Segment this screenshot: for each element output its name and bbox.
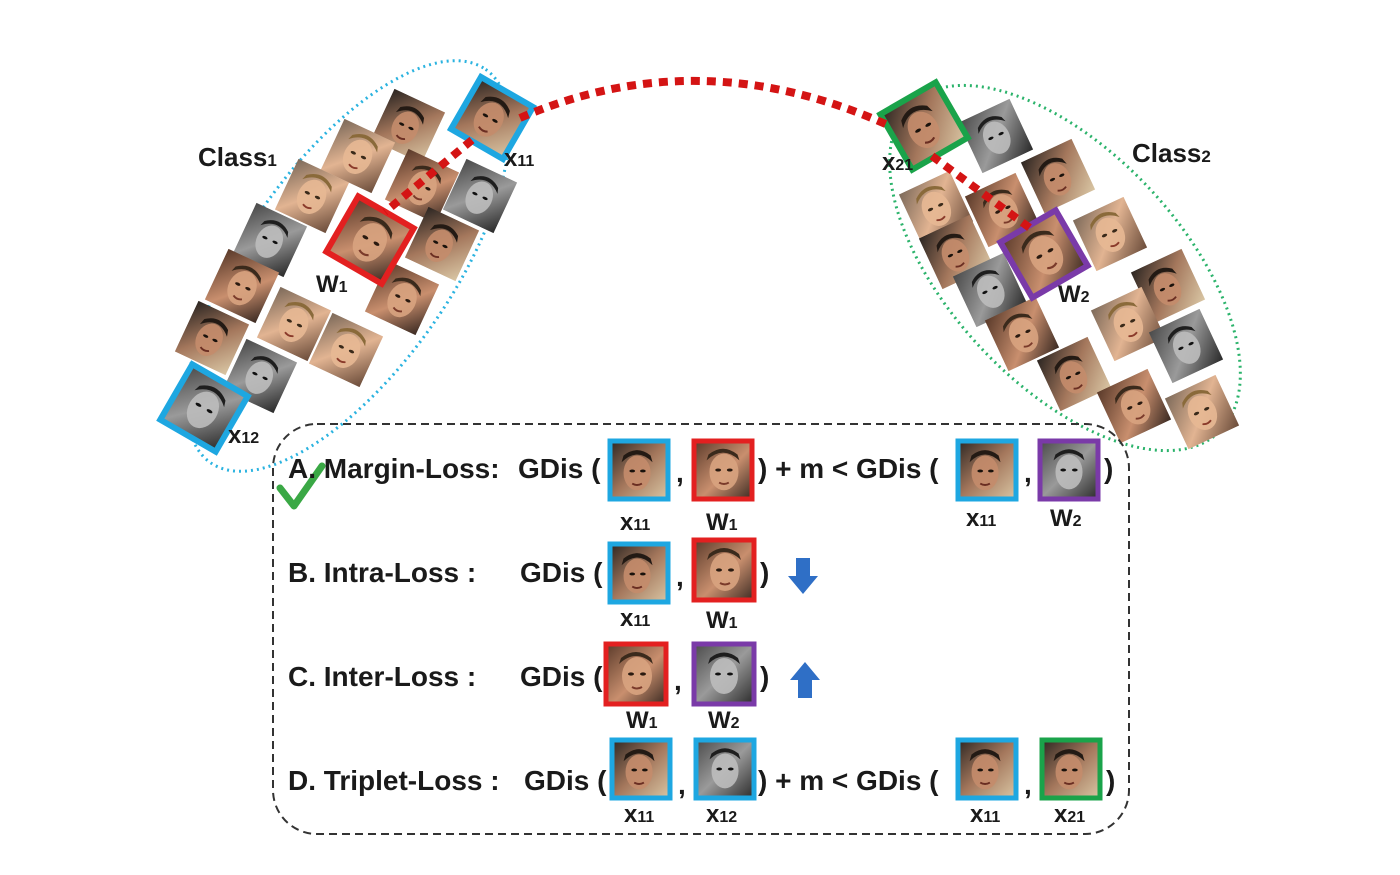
- triplet-loss-sub-4: x21: [1054, 801, 1085, 828]
- inter-loss-sub-2: W2: [708, 707, 740, 734]
- triplet-loss-close: ): [1106, 765, 1115, 796]
- link-x11-w1: [382, 136, 475, 216]
- margin-loss-comma-2: ,: [1024, 457, 1032, 488]
- triplet-loss-item-1: [609, 737, 673, 801]
- link-x21-w2: [929, 152, 1033, 232]
- triplet-loss-item-4: [1039, 737, 1103, 801]
- triplet-loss-sub-2: x12: [706, 801, 737, 828]
- row-margin-loss: A. Margin-Loss: GDis ( , ) + m < GDis ( …: [288, 438, 1113, 536]
- class2-label-x21: x21: [882, 149, 913, 176]
- row-triplet-loss: D. Triplet-Loss : GDis ( , ) + m < GDis …: [288, 737, 1115, 828]
- margin-loss-close: ): [1104, 453, 1113, 484]
- intra-loss-label: B. Intra-Loss :: [288, 557, 476, 588]
- intra-loss-item-1: [607, 541, 671, 605]
- margin-loss-gdis-open: GDis (: [518, 453, 601, 484]
- triplet-loss-label: D. Triplet-Loss :: [288, 765, 500, 796]
- inter-loss-comma: ,: [674, 665, 682, 696]
- intra-loss-gdis-open: GDis (: [520, 557, 603, 588]
- margin-loss-middle: ) + m < GDis (: [758, 453, 939, 484]
- check-icon: [276, 462, 326, 510]
- triplet-loss-middle: ) + m < GDis (: [758, 765, 939, 796]
- row-inter-loss: C. Inter-Loss : GDis ( , ) W1 W2: [288, 641, 820, 734]
- margin-loss-item-1: [607, 438, 671, 502]
- class1-title: Class1: [198, 142, 277, 172]
- triplet-loss-gdis-open: GDis (: [524, 765, 607, 796]
- row-intra-loss: B. Intra-Loss : GDis ( , ) x11 W1: [288, 537, 818, 634]
- margin-loss-sub-2: W1: [706, 509, 738, 536]
- link-x11-x21: [518, 77, 892, 130]
- margin-loss-comma-1: ,: [676, 457, 684, 488]
- class1-label-x11: x11: [504, 145, 534, 172]
- margin-loss-item-3: [955, 438, 1019, 502]
- intra-loss-sub-2: W1: [706, 607, 738, 634]
- class1-sample-x12: [156, 360, 252, 456]
- triplet-loss-comma-1: ,: [678, 769, 686, 800]
- intra-loss-close: ): [760, 557, 769, 588]
- margin-loss-sub-3: x11: [966, 505, 996, 532]
- class2-label-w2: W2: [1058, 281, 1090, 308]
- class2-title: Class2: [1132, 138, 1211, 168]
- class2-sample-x21: [876, 78, 972, 174]
- margin-loss-sub-1: x11: [620, 509, 650, 536]
- inter-loss-gdis-open: GDis (: [520, 661, 603, 692]
- triplet-loss-item-2: [693, 737, 757, 801]
- intra-loss-comma: ,: [676, 561, 684, 592]
- margin-loss-item-4: [1037, 438, 1101, 502]
- margin-loss-item-2: [691, 438, 755, 502]
- margin-loss-sub-4: W2: [1050, 505, 1082, 532]
- arrow-up-icon: [790, 662, 820, 698]
- link-lines: [382, 77, 1033, 232]
- inter-loss-label: C. Inter-Loss :: [288, 661, 476, 692]
- triplet-loss-sub-3: x11: [970, 801, 1000, 828]
- triplet-loss-sub-1: x11: [624, 801, 654, 828]
- triplet-loss-comma-2: ,: [1024, 769, 1032, 800]
- intra-loss-sub-1: x11: [620, 605, 650, 632]
- class1-label-w1: W1: [316, 271, 348, 298]
- class1-cluster: Class1 x11 W1 x12: [156, 59, 538, 473]
- inter-loss-close: ): [760, 661, 769, 692]
- arrow-down-icon: [788, 558, 818, 594]
- class1-label-x12: x12: [228, 422, 259, 449]
- inter-loss-item-2: [691, 641, 757, 707]
- triplet-loss-item-3: [955, 737, 1019, 801]
- inter-loss-item-1: [603, 641, 669, 707]
- inter-loss-sub-1: W1: [626, 707, 658, 734]
- margin-loss-label: A. Margin-Loss:: [288, 453, 500, 484]
- loss-box: [272, 423, 1130, 835]
- class1-sample-x11: [446, 72, 538, 164]
- class2-cluster: Class2 x21 W2: [876, 78, 1242, 453]
- intra-loss-item-2: [691, 537, 757, 603]
